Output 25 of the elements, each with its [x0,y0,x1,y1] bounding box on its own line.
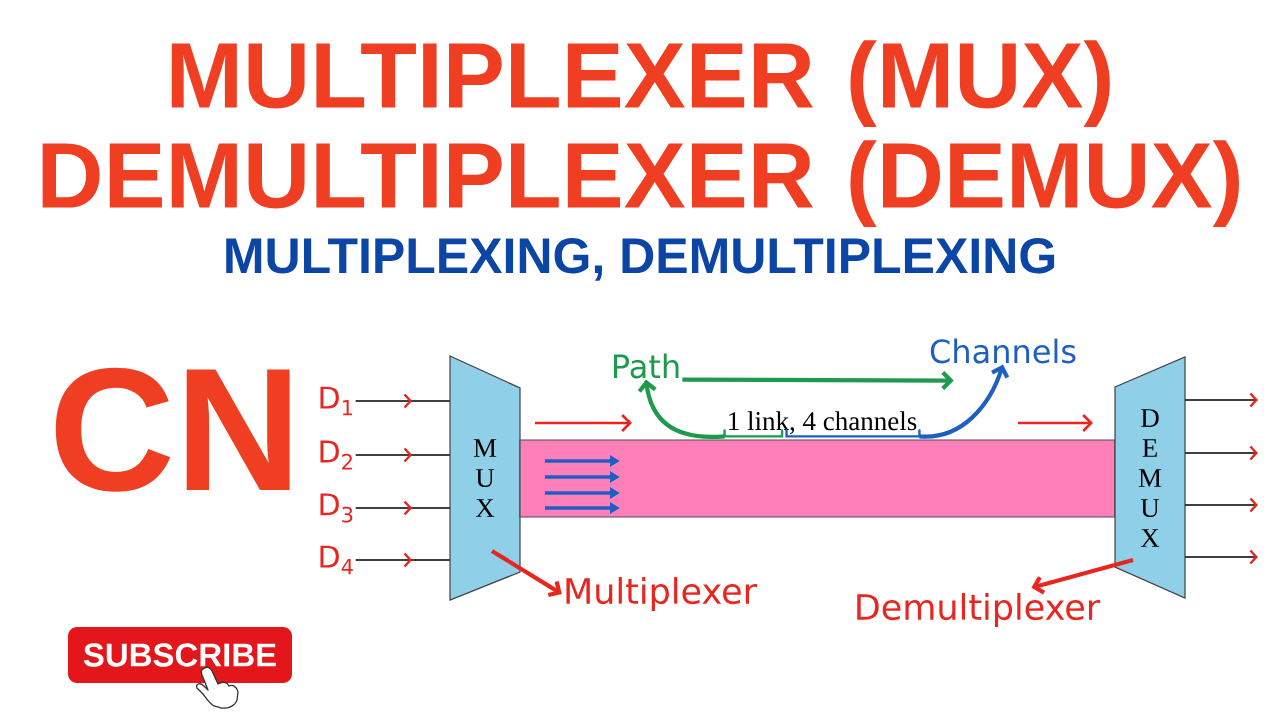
title: MULTIPLEXER (MUX) DEMULTIPLEXER (DEMUX) [42,40,1239,227]
subject-heading: CN [55,367,290,492]
output-arrow [1184,392,1258,408]
handwritten-label: Demultiplexer [857,593,1101,627]
arrow [682,371,954,391]
input-label: D$_{1}$ [320,386,353,416]
subscribe-button: SUBSCRIBE [68,627,292,683]
output-arrow [1184,497,1258,513]
mux-block: M U X [449,355,521,601]
handwritten-label: Channels [930,338,1076,364]
handwritten-label: Multiplexer [566,577,758,611]
curved-arrow [919,364,1010,439]
leader-arrow [490,549,562,598]
link-label: 1 link, 4 channels [729,411,917,435]
demux-block: D E M U X [1114,356,1186,599]
subtitle: MULTIPLEXING, DEMULTIPLEXING [226,238,1055,281]
input-label: D$_{4}$ [320,545,353,575]
handwritten-label: Path [614,353,679,379]
curved-arrow [637,379,725,439]
input-label: D$_{2}$ [320,440,352,470]
output-arrow [1184,549,1258,565]
output-arrow [1184,445,1258,461]
link-band [519,439,1116,518]
input-label: D$_{3}$ [320,493,353,523]
leader-arrow [1031,557,1134,595]
